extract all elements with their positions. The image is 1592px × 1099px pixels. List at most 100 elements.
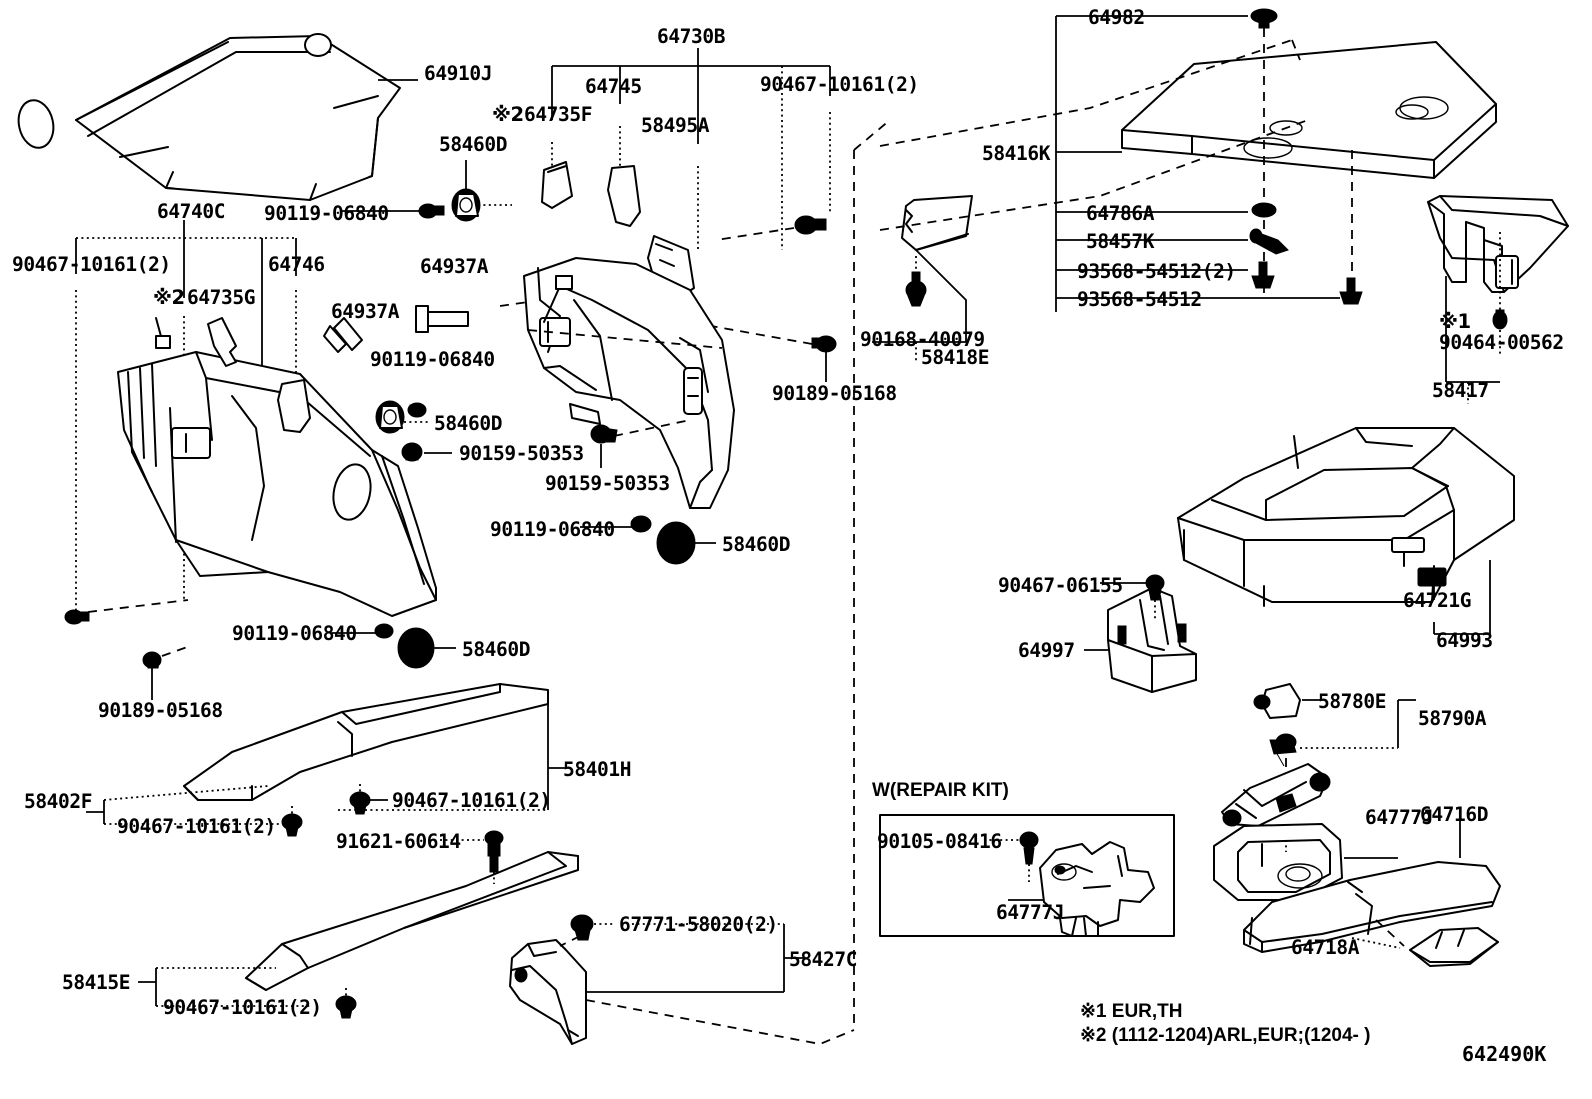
label-67771-58020: 67771-58020(2) xyxy=(619,913,778,936)
label-90119-06840-d: 90119-06840 xyxy=(232,622,357,645)
part-90467-10161-mat-a xyxy=(281,813,303,837)
label-58418e: 58418E xyxy=(921,346,990,369)
part-58460d-d xyxy=(397,627,435,669)
footnote-1: ※1 EUR,TH xyxy=(1080,1001,1183,1022)
part-58401h-mat xyxy=(183,683,549,801)
label-90189-05168-a: 90189-05168 xyxy=(98,699,223,722)
label-90467-10161-b: 90467-10161(2) xyxy=(760,73,919,96)
part-67771-58020-clip xyxy=(570,914,594,941)
part-91621-60614-bolt xyxy=(484,830,504,873)
label-64993: 64993 xyxy=(1436,629,1493,652)
label-58427c: 58427C xyxy=(789,948,858,971)
label-90119-06840-a: 90119-06840 xyxy=(264,202,389,225)
part-58780e-clamp xyxy=(1253,683,1301,719)
label-93568-54512-2: 93568-54512(2) xyxy=(1077,260,1236,283)
label-58460d-a: 58460D xyxy=(439,133,508,156)
part-93568-54512-b xyxy=(1339,277,1363,305)
part-58417-trim xyxy=(1427,195,1569,293)
part-64777j-kit xyxy=(1039,841,1155,937)
part-90119-06840-d xyxy=(374,623,394,639)
label-90464-00562: 90464-00562 xyxy=(1439,331,1564,354)
bracket-64730b xyxy=(551,48,831,252)
part-58427c-bracket xyxy=(509,939,587,1045)
label-90105-08416: 90105-08416 xyxy=(877,830,1002,853)
part-58457k-clip xyxy=(1249,228,1289,255)
label-58401h: 58401H xyxy=(563,758,632,781)
part-90467-06155-clip xyxy=(1145,574,1165,601)
part-64777j-right xyxy=(1213,823,1343,901)
part-64937a-left xyxy=(323,317,363,353)
label-90168-40079: 90168-40079 xyxy=(860,328,985,351)
part-64993-box xyxy=(1177,427,1515,607)
label-64982: 64982 xyxy=(1088,6,1145,29)
label-64721g: 64721G xyxy=(1403,589,1472,612)
part-64730b-panel xyxy=(523,257,735,509)
part-90189-05168-b xyxy=(142,651,162,669)
label-64997: 64997 xyxy=(1018,639,1075,662)
label-64937a-left: 64937A xyxy=(331,300,400,323)
footnote-mark-2-b: ※2 xyxy=(492,103,524,126)
part-64937a-upper xyxy=(415,305,469,333)
footnote-mark-2-a: ※2 xyxy=(153,286,185,309)
bracket-58427c xyxy=(586,923,804,993)
label-64937a-upper: 64937A xyxy=(420,255,489,278)
label-58460d-c: 58460D xyxy=(722,533,791,556)
part-64746-pad xyxy=(277,379,311,433)
label-90159-50353-a: 90159-50353 xyxy=(459,442,584,465)
label-58460d-b: 58460D xyxy=(434,412,503,435)
bracket-58402F xyxy=(86,785,300,825)
label-64910j: 64910J xyxy=(424,62,493,85)
label-90119-06840-c: 90119-06840 xyxy=(490,518,615,541)
label-64735g: 64735G xyxy=(187,286,256,309)
part-64718a-piece xyxy=(1409,927,1499,967)
part-90159-50353-b xyxy=(590,424,618,444)
part-90105-08416-bolt xyxy=(1019,831,1039,865)
label-90467-06155: 90467-06155 xyxy=(998,574,1123,597)
bracket-58790a xyxy=(1300,699,1416,749)
part-64740c-panel xyxy=(117,317,437,617)
part-90467-10161-bot xyxy=(335,995,357,1019)
label-64730b: 64730B xyxy=(657,25,726,48)
label-58417: 58417 xyxy=(1432,379,1489,402)
part-90168-40079 xyxy=(905,271,927,307)
label-64718a: 64718A xyxy=(1291,936,1360,959)
label-90467-10161-c: 90467-10161(2) xyxy=(392,789,551,812)
label-64777j-kit: 64777J xyxy=(996,901,1065,924)
bracket-58401h xyxy=(338,690,566,811)
part-90119-06840-a xyxy=(418,203,445,219)
label-90189-05168-b: 90189-05168 xyxy=(772,382,897,405)
part-64721g-label-plate xyxy=(1417,567,1447,587)
part-64910j-shape xyxy=(17,33,401,201)
label-58402f: 58402F xyxy=(24,790,93,813)
part-64735f-clip xyxy=(541,161,573,209)
label-58460d-d: 58460D xyxy=(462,638,531,661)
label-58415e: 58415E xyxy=(62,971,131,994)
part-64786a-clip xyxy=(1251,202,1277,218)
part-58460d-a xyxy=(451,188,481,222)
part-58415e-mat xyxy=(245,851,579,991)
part-64735g-clip xyxy=(207,317,237,367)
part-90464-00562-clip xyxy=(1492,309,1508,330)
label-58416k: 58416K xyxy=(982,142,1051,165)
label-90119-06840-b: 90119-06840 xyxy=(370,348,495,371)
label-91621-60614: 91621-60614 xyxy=(336,830,461,853)
label-90467-10161-d: 90467-10161(2) xyxy=(117,815,276,838)
bracket-58415e xyxy=(138,967,310,1007)
part-64716d-trim xyxy=(1243,861,1501,953)
label-58780e: 58780E xyxy=(1318,690,1387,713)
label-64740c: 64740C xyxy=(157,200,226,223)
figure-number: 642490K xyxy=(1462,1042,1547,1066)
part-90119-06840-c xyxy=(630,515,652,533)
part-58416k-board xyxy=(1121,41,1497,179)
label-64746: 64746 xyxy=(268,253,325,276)
repair-kit-box xyxy=(879,814,1175,937)
footnote-mark-1: ※1 xyxy=(1439,310,1471,333)
label-90467-10161-e: 90467-10161(2) xyxy=(163,996,322,1019)
repair-kit-caption: W(REPAIR KIT) xyxy=(872,780,1009,801)
part-58460d-c xyxy=(656,521,696,565)
part-64997-tray xyxy=(1107,587,1197,693)
part-90189-05168-c xyxy=(811,335,837,353)
part-90467-10161-top xyxy=(794,215,827,235)
label-58457k: 58457K xyxy=(1086,230,1155,253)
